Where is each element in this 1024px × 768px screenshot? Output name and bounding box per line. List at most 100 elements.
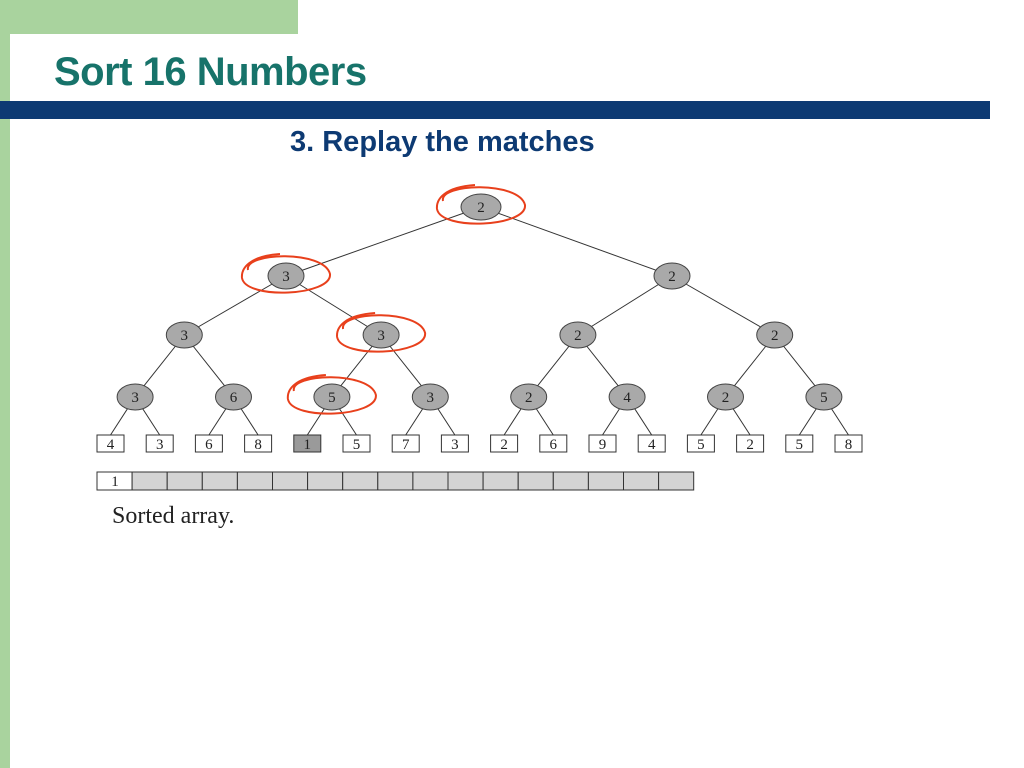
tree-node-value: 2: [574, 328, 582, 344]
tree-node-value: 3: [181, 328, 189, 344]
sorted-array-cell: [587, 471, 625, 491]
red-circle-highlight: [240, 253, 332, 294]
sorted-array-cell: [658, 471, 695, 491]
sorted-array-cell: [552, 471, 589, 491]
leaf-box: [244, 434, 273, 453]
tree-node-value: 3: [131, 390, 139, 406]
slide-subtitle: 3. Replay the matches: [290, 126, 595, 158]
tree-node: [805, 383, 843, 411]
leaf-value: 6: [550, 437, 558, 453]
tree-node-value: 2: [668, 269, 676, 285]
sorted-array-cell: [236, 471, 273, 491]
leaf-value: 4: [107, 437, 115, 453]
leaf-value: 8: [254, 437, 262, 453]
leaf-box: [785, 434, 814, 453]
tree-node: [313, 383, 351, 411]
tree-node-value: 2: [477, 200, 485, 216]
tree-nodes: 2 3 2 3 3 2 2 3 6 5 3 2 4 2 5: [116, 193, 843, 411]
sorted-array-cell: [412, 471, 449, 491]
tree-edge: [184, 275, 287, 336]
sorted-array-caption: Sorted array.: [112, 503, 235, 529]
tree-node: [362, 321, 400, 349]
leaf-value: 5: [353, 437, 361, 453]
leaf-box: [391, 434, 420, 453]
tree-node-value: 2: [722, 390, 730, 406]
replay-highlights: [240, 184, 527, 415]
tree-node: [608, 383, 646, 411]
sorted-array: 1: [96, 471, 695, 491]
sorted-array-cell: [482, 471, 519, 491]
tree-node: [411, 383, 449, 411]
tree-node-value: 6: [230, 390, 238, 406]
sorted-array-cell: [307, 471, 344, 491]
tree-edge: [285, 275, 382, 336]
tree-edge: [671, 275, 775, 336]
tree-node-value: 5: [820, 390, 828, 406]
tree-node: [510, 383, 548, 411]
tree-edge: [480, 206, 673, 277]
leaf-box: [145, 434, 174, 453]
accent-green-left: [0, 0, 10, 768]
red-circle-highlight: [435, 184, 527, 225]
leaf-box: [686, 434, 715, 453]
sorted-array-cell: [517, 471, 554, 491]
leaf-box: [342, 434, 371, 453]
tree-node: [165, 321, 203, 349]
leaf-box: [736, 434, 765, 453]
leaf-value: 1: [304, 437, 312, 453]
tree-node: [756, 321, 794, 349]
tree-node: [267, 262, 305, 290]
tree-node-value: 4: [623, 390, 631, 406]
accent-green-top: [0, 0, 298, 34]
red-circle-highlight: [336, 312, 427, 353]
tree-node: [215, 383, 252, 411]
slide-title: Sort 16 Numbers: [54, 50, 367, 94]
leaf-value: 5: [796, 437, 804, 453]
leaf-box: [834, 434, 863, 453]
leaf-box: [293, 434, 322, 453]
tree-leaves: 4 3 6 8 1 5 7 3 2 6 9 4 5 2 5 8: [96, 434, 863, 453]
tree-node: [559, 321, 597, 349]
sorted-array-cell: [272, 471, 309, 491]
red-circle-highlight: [286, 374, 377, 415]
leaf-box: [490, 434, 519, 453]
leaf-value: 4: [648, 437, 656, 453]
tree-node-value: 3: [377, 328, 385, 344]
leaf-value: 5: [697, 437, 705, 453]
tree-node-value: 5: [328, 390, 336, 406]
leaf-box: [440, 434, 469, 453]
leaf-value: 2: [746, 437, 754, 453]
leaf-value: 8: [845, 437, 853, 453]
tree-node-value: 2: [771, 328, 779, 344]
leaf-box: [539, 434, 568, 453]
tree-node: [653, 262, 691, 290]
leaf-box: [96, 434, 125, 453]
sorted-array-cell: [201, 471, 238, 491]
sorted-array-cell: [623, 471, 660, 491]
leaf-box: [194, 434, 223, 453]
leaf-value: 6: [205, 437, 213, 453]
tree-node: [707, 383, 744, 411]
leaf-box: [637, 434, 666, 453]
sorted-array-cell: [447, 471, 484, 491]
sorted-array-cell: [131, 471, 168, 491]
tree-node-value: 3: [427, 390, 435, 406]
leaf-value: 9: [599, 437, 607, 453]
title-underline-bar: [0, 101, 990, 119]
tree-node: [116, 383, 154, 411]
leaf-box: [588, 434, 617, 453]
leaf-value: 2: [500, 437, 508, 453]
tree-node: [460, 193, 502, 221]
leaf-value: 3: [156, 437, 164, 453]
tree-node-value: 3: [282, 269, 290, 285]
sorted-array-value: 1: [111, 474, 119, 490]
sorted-array-cell: [377, 471, 414, 491]
tree-edge: [285, 206, 482, 277]
leaf-value: 3: [451, 437, 459, 453]
tree-node-value: 2: [525, 390, 533, 406]
sorted-array-cell: [342, 471, 379, 491]
sorted-array-cell: [166, 471, 203, 491]
leaf-value: 7: [402, 437, 410, 453]
tree-edge: [577, 275, 673, 336]
